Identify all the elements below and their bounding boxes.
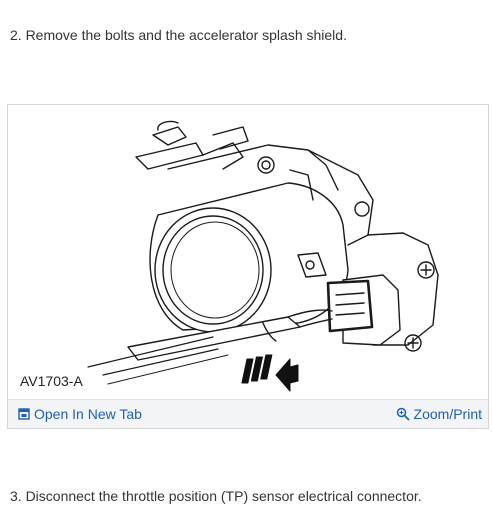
figure-label: AV1703-A <box>20 373 83 389</box>
zoom-print-label: Zoom/Print <box>413 406 482 422</box>
zoom-print-link[interactable]: Zoom/Print <box>396 406 482 422</box>
step-2-text: 2. Remove the bolts and the accelerator … <box>10 27 347 43</box>
magnifier-icon <box>396 407 410 421</box>
open-in-new-tab-icon <box>18 408 30 420</box>
figure-toolbar: Open In New Tab Zoom/Print <box>8 399 488 428</box>
step-3-text: 3. Disconnect the throttle position (TP)… <box>10 488 422 504</box>
throttle-body-illustration <box>87 120 439 392</box>
figure-panel: AV1703-A Open In New Tab Zoom/Print <box>7 104 489 429</box>
open-in-new-tab-label: Open In New Tab <box>34 406 142 422</box>
open-in-new-tab-link[interactable]: Open In New Tab <box>18 406 142 422</box>
